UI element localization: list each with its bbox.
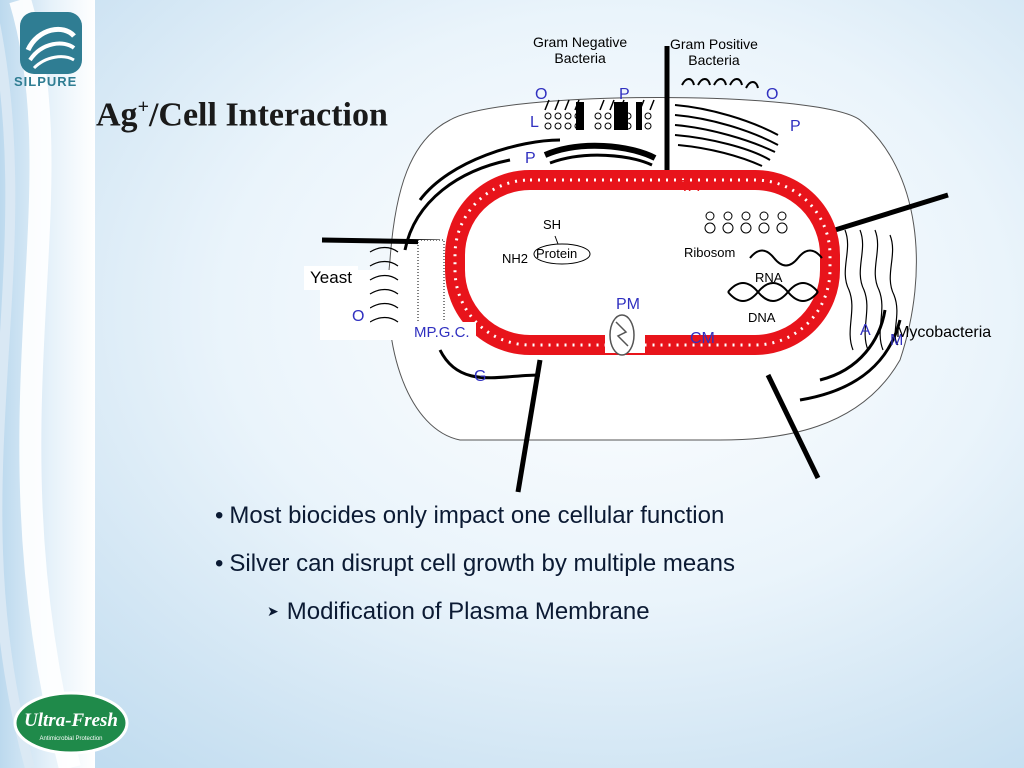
arrow-bullet-icon: ➤: [267, 603, 279, 619]
sub-bullet-item: ➤Modification of Plasma Membrane: [267, 598, 650, 625]
mpgc-label: MP.G.C.: [408, 322, 476, 343]
bullet-item: •Most biocides only impact one cellular …: [215, 502, 725, 529]
bullet-list: •Most biocides only impact one cellular …: [215, 502, 975, 626]
lipid-l-label: L: [530, 114, 539, 131]
ultra-fresh-logo-icon: Ultra-Fresh Antimicrobial Protection: [13, 691, 129, 755]
cell-diagram-graphic: [320, 46, 949, 493]
svg-text:Ultra-Fresh: Ultra-Fresh: [24, 710, 118, 731]
porin-p-label: P: [619, 86, 630, 103]
ribbon-curve-decoration: [0, 0, 81, 768]
silpure-logo-icon: [20, 12, 82, 74]
yeast-o-label: O: [346, 306, 371, 328]
yeast-label: Yeast: [304, 266, 358, 290]
peptidoglycan-p-left-label: P: [525, 150, 536, 167]
protein-label: Protein: [536, 246, 578, 261]
plasma-membrane-pm-label: PM: [616, 296, 640, 313]
g-label: G: [474, 368, 487, 385]
rna-label: RNA: [755, 270, 783, 285]
cytoplasmic-membrane-cm-label: CM: [690, 330, 715, 347]
outer-o-right-label: O: [766, 86, 779, 103]
a-label: A: [860, 322, 871, 339]
bullet-item: •Silver can disrupt cell growth by multi…: [215, 550, 735, 577]
silpure-logo-text: SILPURE: [14, 74, 78, 89]
ta-label: TA: [680, 178, 700, 195]
sh-label: SH: [543, 217, 562, 232]
page-title: Ag+/Cell Interaction: [96, 96, 388, 134]
mycobacteria-label: Mycobacteria: [896, 324, 992, 341]
m-label: M: [890, 332, 904, 349]
svg-text:Antimicrobial Protection: Antimicrobial Protection: [39, 736, 102, 742]
peptidoglycan-p-right-label: P: [790, 118, 801, 135]
ribosome-label: Ribosom: [684, 245, 736, 260]
outer-membrane-o-label: O: [535, 86, 548, 103]
nh2-label: NH2: [502, 251, 529, 266]
dna-label: DNA: [748, 310, 776, 325]
